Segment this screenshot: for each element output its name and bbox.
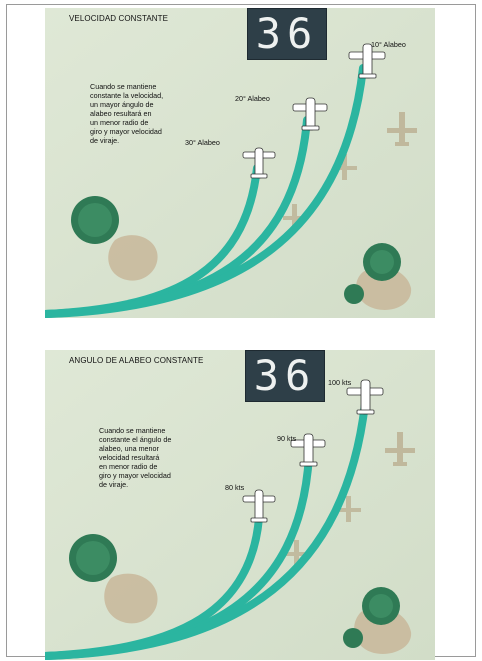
panel-title: ANGULO DE ALABEO CONSTANTE <box>69 356 204 365</box>
trail-100 <box>45 400 369 660</box>
digital-display: 36 <box>245 350 325 402</box>
description-text: Cuando se mantiene constante la velocida… <box>90 82 164 145</box>
digital-display: 36 <box>247 8 327 60</box>
flight-trails <box>45 400 369 660</box>
ground-patch <box>104 573 158 624</box>
airplane-icon <box>292 97 328 131</box>
airplane-icon <box>242 147 276 179</box>
description-text: Cuando se mantiene constante el ángulo d… <box>99 426 172 489</box>
speed-label-90: 90 kts <box>277 434 297 443</box>
shadow-plane <box>385 432 415 466</box>
tree <box>76 541 110 575</box>
speed-label-100: 100 kts <box>328 378 352 387</box>
airplane-icon <box>346 379 384 415</box>
trail-10 <box>45 64 367 318</box>
ground-patch <box>108 235 158 281</box>
panel-constant-speed: VELOCIDAD CONSTANTE 36 Cuando se mantien… <box>45 8 435 318</box>
tree <box>343 628 363 648</box>
ground-patch <box>356 266 412 310</box>
airplane-icon <box>348 43 386 79</box>
panel-title: VELOCIDAD CONSTANTE <box>69 14 169 23</box>
shadow-plane <box>333 154 357 180</box>
tree <box>344 284 364 304</box>
panel-constant-bank: ANGULO DE ALABEO CONSTANTE 36 Cuando se … <box>45 350 435 660</box>
bank-label-10: 10° Alabeo <box>371 40 406 49</box>
display-value: 36 <box>253 351 317 400</box>
shadow-plane <box>387 112 417 146</box>
speed-label-80: 80 kts <box>225 483 245 492</box>
display-value: 36 <box>255 9 319 58</box>
airplane-icon <box>242 489 276 523</box>
airplane-icon <box>290 433 326 467</box>
flight-trails <box>45 64 367 318</box>
scene-constant-speed <box>45 8 435 318</box>
tree <box>369 594 393 618</box>
tree <box>370 250 394 274</box>
scene-constant-bank <box>45 350 435 660</box>
bank-label-30: 30° Alabeo <box>185 138 220 147</box>
shadow-plane <box>337 496 361 522</box>
shadow-plane <box>283 204 307 230</box>
shadow-plane <box>285 540 309 566</box>
bank-label-20: 20° Alabeo <box>235 94 270 103</box>
tree <box>78 203 112 237</box>
